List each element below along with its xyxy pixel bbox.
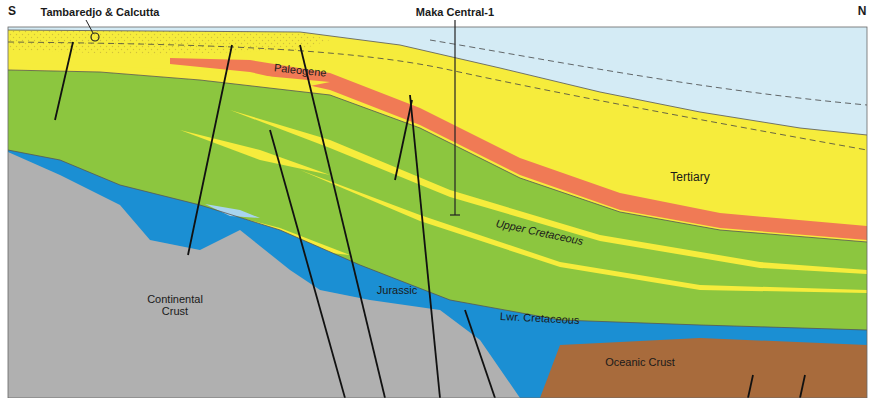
well-label: Maka Central-1 bbox=[416, 6, 494, 18]
location-label: Tambaredjo & Calcutta bbox=[41, 6, 160, 18]
compass-letter: S bbox=[8, 5, 16, 18]
layer-label: Tertiary bbox=[670, 171, 709, 184]
compass-letter: N bbox=[858, 5, 867, 18]
layer-label: Oceanic Crust bbox=[605, 356, 675, 368]
layer-label: Continental Crust bbox=[140, 293, 210, 317]
layer-label: Jurassic bbox=[377, 284, 417, 296]
